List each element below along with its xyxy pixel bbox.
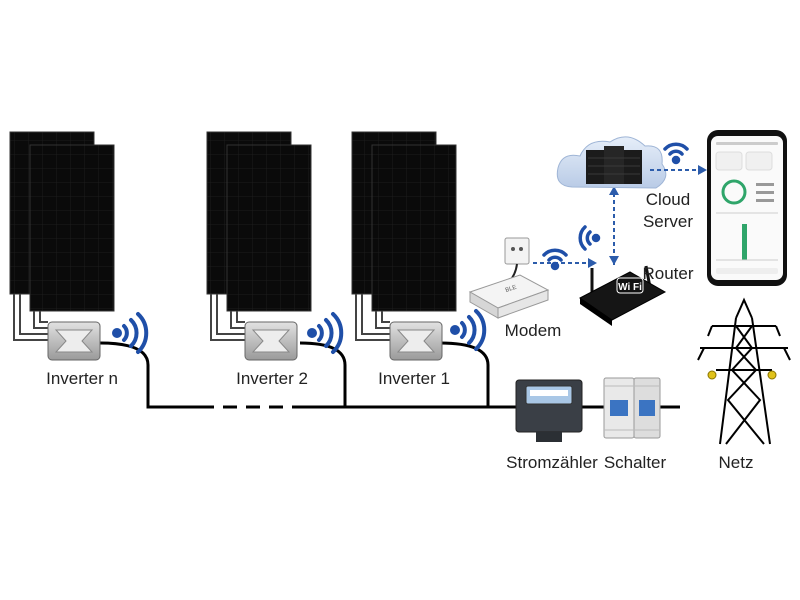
router-badge: Wi Fi <box>618 282 642 293</box>
panel-group-1 <box>351 131 457 312</box>
label-grid: Netz <box>719 453 754 472</box>
wifi-icon <box>112 312 149 354</box>
electricity-meter <box>515 379 583 442</box>
modem-badge: BLE <box>505 285 518 294</box>
modem-router-link <box>533 258 597 268</box>
label-cloud-server-line: Server <box>643 212 693 231</box>
modem-device: BLE <box>468 237 550 319</box>
cloud-phone-link <box>650 165 707 175</box>
label-cloud-server-line: Cloud <box>646 190 690 209</box>
cloud-server <box>556 136 667 189</box>
smartphone-app <box>707 130 787 286</box>
server-rack-icon <box>586 146 642 184</box>
wifi-icon <box>578 225 601 251</box>
wifi-icon <box>307 312 344 354</box>
wifi-icon <box>663 142 689 165</box>
inverter-2 <box>244 321 298 361</box>
wifi-icon <box>542 248 568 271</box>
wifi-icon <box>450 309 487 351</box>
label-meter: Stromzähler <box>506 453 598 472</box>
inverter-n <box>47 321 101 361</box>
router-cloud-link <box>609 186 619 265</box>
router-device: Wi Fi <box>579 265 667 326</box>
wall-socket <box>504 237 530 265</box>
panel-group-2 <box>206 131 312 312</box>
panel-group-n <box>9 131 115 312</box>
solar-panel-front <box>29 144 115 312</box>
label-switch: Schalter <box>604 453 667 472</box>
label-router: Router <box>642 264 693 283</box>
solar-panel-front <box>371 144 457 312</box>
circuit-breaker <box>603 377 661 439</box>
power-tower <box>697 297 791 445</box>
label-inverter-1: Inverter 1 <box>378 369 450 388</box>
inverter-1 <box>389 321 443 361</box>
panel-cables <box>13 294 390 341</box>
solar-panel-front <box>226 144 312 312</box>
insulator-icon <box>707 370 777 380</box>
label-inverter-n: Inverter n <box>46 369 118 388</box>
label-inverter-2: Inverter 2 <box>236 369 308 388</box>
label-modem: Modem <box>505 321 562 340</box>
